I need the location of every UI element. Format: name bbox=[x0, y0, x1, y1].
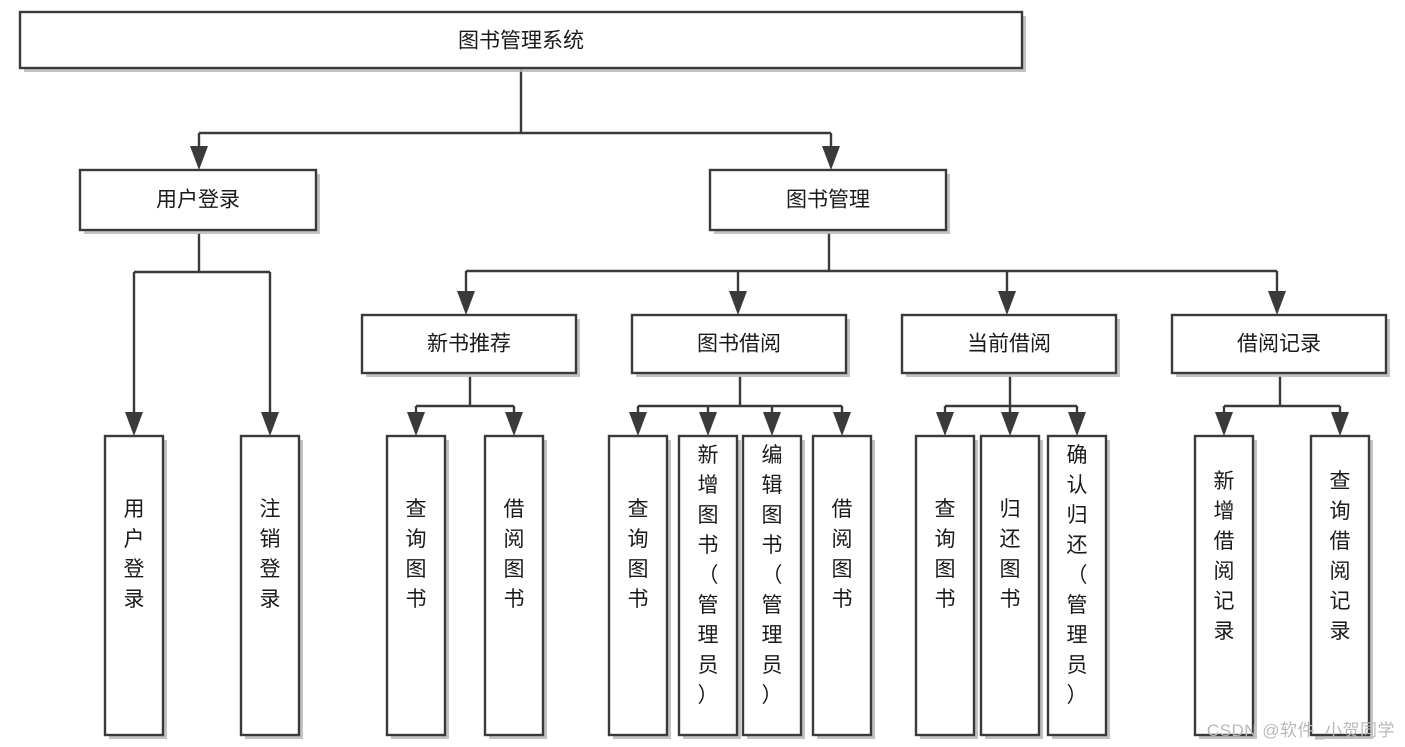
node-leaf-7-label: 编辑图书（管理员） bbox=[762, 444, 783, 707]
arrow-borrow-to-leaf8 bbox=[833, 412, 851, 436]
node-leaf-5-box[interactable] bbox=[607, 434, 669, 737]
node-leaf-8-label: 借阅图书 bbox=[832, 498, 853, 611]
arrow-current-to-leaf11 bbox=[1068, 412, 1086, 436]
connector-borrow-bus bbox=[636, 376, 844, 414]
node-records-label: 借阅记录 bbox=[1237, 333, 1321, 356]
arrow-bookmgmt-to-records bbox=[1268, 291, 1286, 315]
node-leaf-7[interactable]: 编辑图书（管理员） bbox=[741, 434, 805, 739]
node-leaf-12-box[interactable] bbox=[1193, 434, 1255, 737]
connector-root-bus bbox=[197, 69, 833, 149]
node-leaf-4-box[interactable] bbox=[483, 434, 545, 737]
node-borrow[interactable]: 图书借阅 bbox=[630, 313, 850, 377]
connector-newbook-bus bbox=[414, 376, 516, 414]
connector-bookmgmt-bus bbox=[464, 233, 1279, 292]
node-bookmgmt[interactable]: 图书管理 bbox=[708, 168, 950, 234]
connector-records-bus bbox=[1222, 376, 1342, 414]
arrow-newbook-to-leaf3 bbox=[407, 412, 425, 436]
node-leaf-4-label: 借阅图书 bbox=[504, 498, 525, 611]
node-leaf-11-box[interactable] bbox=[1046, 434, 1108, 737]
node-leaf-6-box[interactable] bbox=[677, 434, 739, 737]
node-leaf-3-label: 查询图书 bbox=[406, 498, 427, 611]
arrow-login-to-leaf1 bbox=[125, 412, 143, 436]
arrow-borrow-to-leaf7 bbox=[763, 412, 781, 436]
node-login-label: 用户登录 bbox=[156, 189, 240, 212]
node-leaf-3-box[interactable] bbox=[385, 434, 447, 737]
node-newbook-box[interactable] bbox=[360, 313, 578, 375]
node-login[interactable]: 用户登录 bbox=[78, 168, 320, 234]
arrow-records-to-leaf13 bbox=[1331, 412, 1349, 436]
node-leaf-5-label: 查询图书 bbox=[628, 498, 649, 611]
node-current-box[interactable] bbox=[900, 313, 1118, 375]
arrow-login-to-leaf2 bbox=[261, 412, 279, 436]
node-leaf-13-label: 查询借阅记录 bbox=[1330, 470, 1351, 643]
node-leaf-13[interactable]: 查询借阅记录 bbox=[1309, 434, 1373, 739]
node-bookmgmt-box[interactable] bbox=[708, 168, 948, 232]
node-current[interactable]: 当前借阅 bbox=[900, 313, 1120, 377]
arrow-current-to-leaf10 bbox=[1001, 412, 1019, 436]
node-root-box[interactable] bbox=[18, 10, 1024, 70]
arrow-borrow-to-leaf6 bbox=[699, 412, 717, 436]
node-leaf-6-label: 新增图书（管理员） bbox=[698, 444, 719, 707]
node-leaf-2[interactable]: 注销登录 bbox=[239, 434, 303, 739]
node-borrow-label: 图书借阅 bbox=[697, 333, 781, 356]
node-leaf-5[interactable]: 查询图书 bbox=[607, 434, 671, 739]
node-leaf-1[interactable]: 用户登录 bbox=[103, 434, 167, 739]
node-leaf-11-label: 确认归还（管理员） bbox=[1067, 444, 1088, 707]
node-leaf-12-label: 新增借阅记录 bbox=[1214, 470, 1235, 643]
node-root[interactable]: 图书管理系统 bbox=[18, 10, 1026, 72]
arrow-newbook-to-leaf4 bbox=[505, 412, 523, 436]
node-newbook[interactable]: 新书推荐 bbox=[360, 313, 580, 377]
connector-login-bus bbox=[132, 233, 272, 414]
arrow-bookmgmt-to-current bbox=[998, 291, 1016, 315]
node-leaf-7-box[interactable] bbox=[741, 434, 803, 737]
connector-current-bus bbox=[943, 376, 1079, 414]
arrow-borrow-to-leaf5 bbox=[629, 412, 647, 436]
node-leaf-6[interactable]: 新增图书（管理员） bbox=[677, 434, 741, 739]
node-leaf-1-box[interactable] bbox=[103, 434, 165, 737]
csdn-watermark: CSDN @软件_小贺同学 bbox=[1206, 721, 1395, 740]
node-leaf-9-label: 查询图书 bbox=[935, 498, 956, 611]
node-root-label: 图书管理系统 bbox=[458, 30, 584, 53]
node-records-box[interactable] bbox=[1170, 313, 1388, 375]
node-leaf-8[interactable]: 借阅图书 bbox=[811, 434, 875, 739]
node-leaf-11[interactable]: 确认归还（管理员） bbox=[1046, 434, 1110, 739]
node-leaf-1-label: 用户登录 bbox=[124, 498, 145, 611]
leaf-nodes-group: 用户登录 注销登录 查询图书 借阅图书 bbox=[103, 434, 1373, 739]
node-login-box[interactable] bbox=[78, 168, 318, 232]
arrow-root-to-bookmgmt bbox=[822, 146, 840, 170]
node-borrow-box[interactable] bbox=[630, 313, 848, 375]
node-bookmgmt-label: 图书管理 bbox=[786, 189, 870, 212]
connectors-group bbox=[125, 69, 1349, 436]
node-leaf-9[interactable]: 查询图书 bbox=[914, 434, 978, 739]
node-leaf-3[interactable]: 查询图书 bbox=[385, 434, 449, 739]
node-leaf-10-label: 归还图书 bbox=[1000, 498, 1021, 611]
node-leaf-2-box[interactable] bbox=[239, 434, 301, 737]
arrow-records-to-leaf12 bbox=[1215, 412, 1233, 436]
node-leaf-8-box[interactable] bbox=[811, 434, 873, 737]
arrow-bookmgmt-to-borrow bbox=[729, 291, 747, 315]
node-leaf-12[interactable]: 新增借阅记录 bbox=[1193, 434, 1257, 739]
node-leaf-10[interactable]: 归还图书 bbox=[979, 434, 1043, 739]
node-current-label: 当前借阅 bbox=[967, 333, 1051, 356]
node-leaf-13-box[interactable] bbox=[1309, 434, 1371, 737]
arrow-bookmgmt-to-newbook bbox=[457, 291, 475, 315]
node-newbook-label: 新书推荐 bbox=[427, 333, 511, 356]
node-leaf-9-box[interactable] bbox=[914, 434, 976, 737]
arrow-current-to-leaf9 bbox=[936, 412, 954, 436]
arrow-root-to-login bbox=[190, 146, 208, 170]
node-leaf-10-box[interactable] bbox=[979, 434, 1041, 737]
node-records[interactable]: 借阅记录 bbox=[1170, 313, 1390, 377]
node-leaf-4[interactable]: 借阅图书 bbox=[483, 434, 547, 739]
node-leaf-2-label: 注销登录 bbox=[260, 498, 281, 611]
